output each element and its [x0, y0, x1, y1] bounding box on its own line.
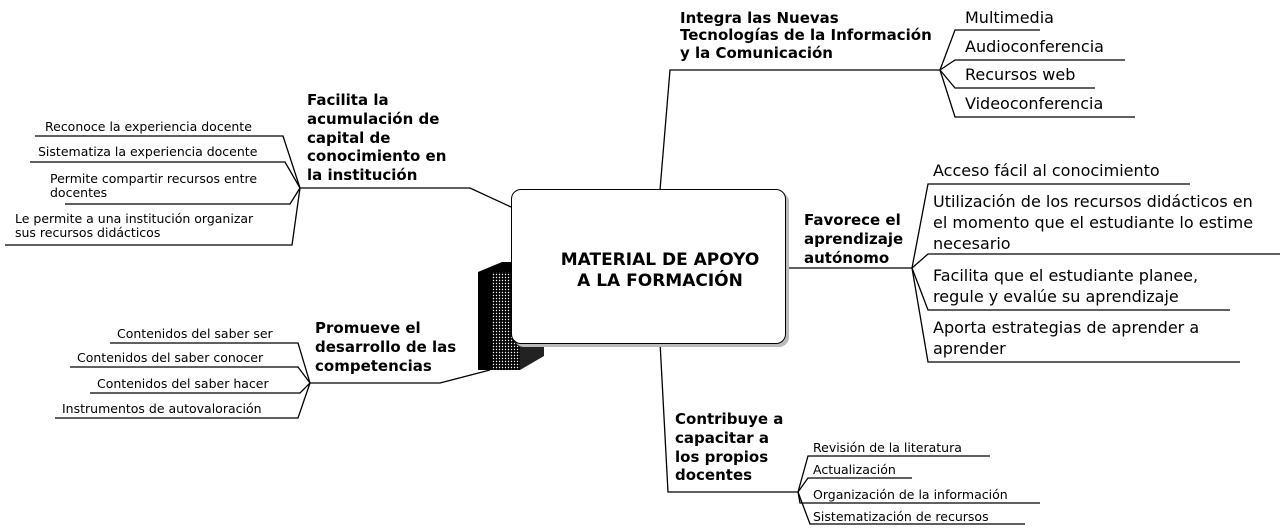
autonomo-item: Acceso fácil al conocimiento — [933, 161, 1160, 180]
tic-item: Videoconferencia — [965, 94, 1104, 113]
competencias-item: Contenidos del saber conocer — [77, 350, 264, 365]
central-node-box — [511, 189, 786, 344]
branch-tic-label: Integra las Nuevas Tecnologías de la Inf… — [680, 9, 932, 62]
branch-autonomo-label: Favorece el aprendizaje autónomo — [804, 211, 904, 267]
tic-item: Multimedia — [965, 8, 1054, 27]
autonomo-item: Utilización de los recursos didácticos e… — [933, 192, 1254, 253]
branch-capital-label: Facilita la acumulación de capital de co… — [307, 91, 447, 184]
capital-item: Permite compartir recursos entre docente… — [50, 171, 258, 201]
tic-item: Recursos web — [965, 65, 1076, 84]
autonomo-item: Facilita que el estudiante planee, regul… — [933, 266, 1199, 306]
docentes-item: Revisión de la literatura — [813, 440, 962, 455]
capital-item: Le permite a una institución organizar s… — [15, 211, 254, 241]
capital-item: Sistematiza la experiencia docente — [38, 144, 258, 159]
docentes-item: Organización de la información — [813, 487, 1008, 502]
docentes-item: Actualización — [813, 462, 896, 477]
capital-item: Reconoce la experiencia docente — [45, 119, 252, 134]
branch-competencias-label: Promueve el desarrollo de las competenci… — [315, 319, 457, 375]
tic-item: Audioconferencia — [965, 37, 1104, 56]
central-node-title: MATERIAL DE APOYO A LA FORMACIÓN — [560, 250, 760, 292]
docentes-item: Sistematización de recursos — [813, 509, 989, 524]
competencias-item: Contenidos del saber ser — [117, 326, 273, 341]
competencias-item: Instrumentos de autovaloración — [62, 401, 262, 416]
branch-docentes-label: Contribuye a capacitar a los propios doc… — [675, 410, 784, 485]
autonomo-item: Aporta estrategias de aprender a aprende… — [933, 318, 1200, 358]
competencias-item: Contenidos del saber hacer — [97, 376, 269, 391]
